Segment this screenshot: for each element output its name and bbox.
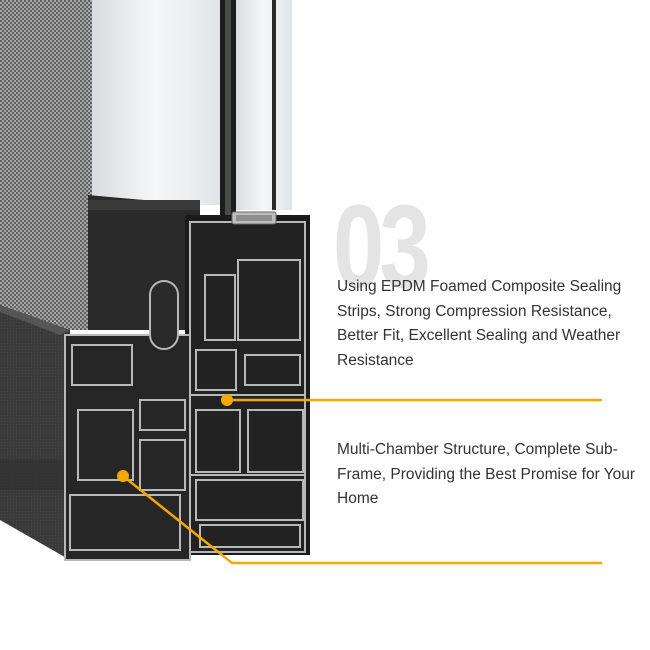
leader-line-1 — [221, 394, 602, 406]
epdm-sealing-strip — [231, 211, 277, 225]
callout-sealing-strips: Using EPDM Foamed Composite Sealing Stri… — [337, 278, 622, 369]
insect-screen-mesh — [0, 0, 92, 330]
leader-line-2 — [117, 470, 602, 565]
chamber-structure — [189, 221, 306, 553]
subframe-chambers — [64, 280, 191, 561]
feature-number: 03 — [333, 181, 431, 313]
callout-multi-chamber: Multi-Chamber Structure, Complete Sub-Fr… — [337, 441, 636, 507]
outer-frame — [0, 305, 70, 560]
glass-panes — [92, 0, 292, 215]
